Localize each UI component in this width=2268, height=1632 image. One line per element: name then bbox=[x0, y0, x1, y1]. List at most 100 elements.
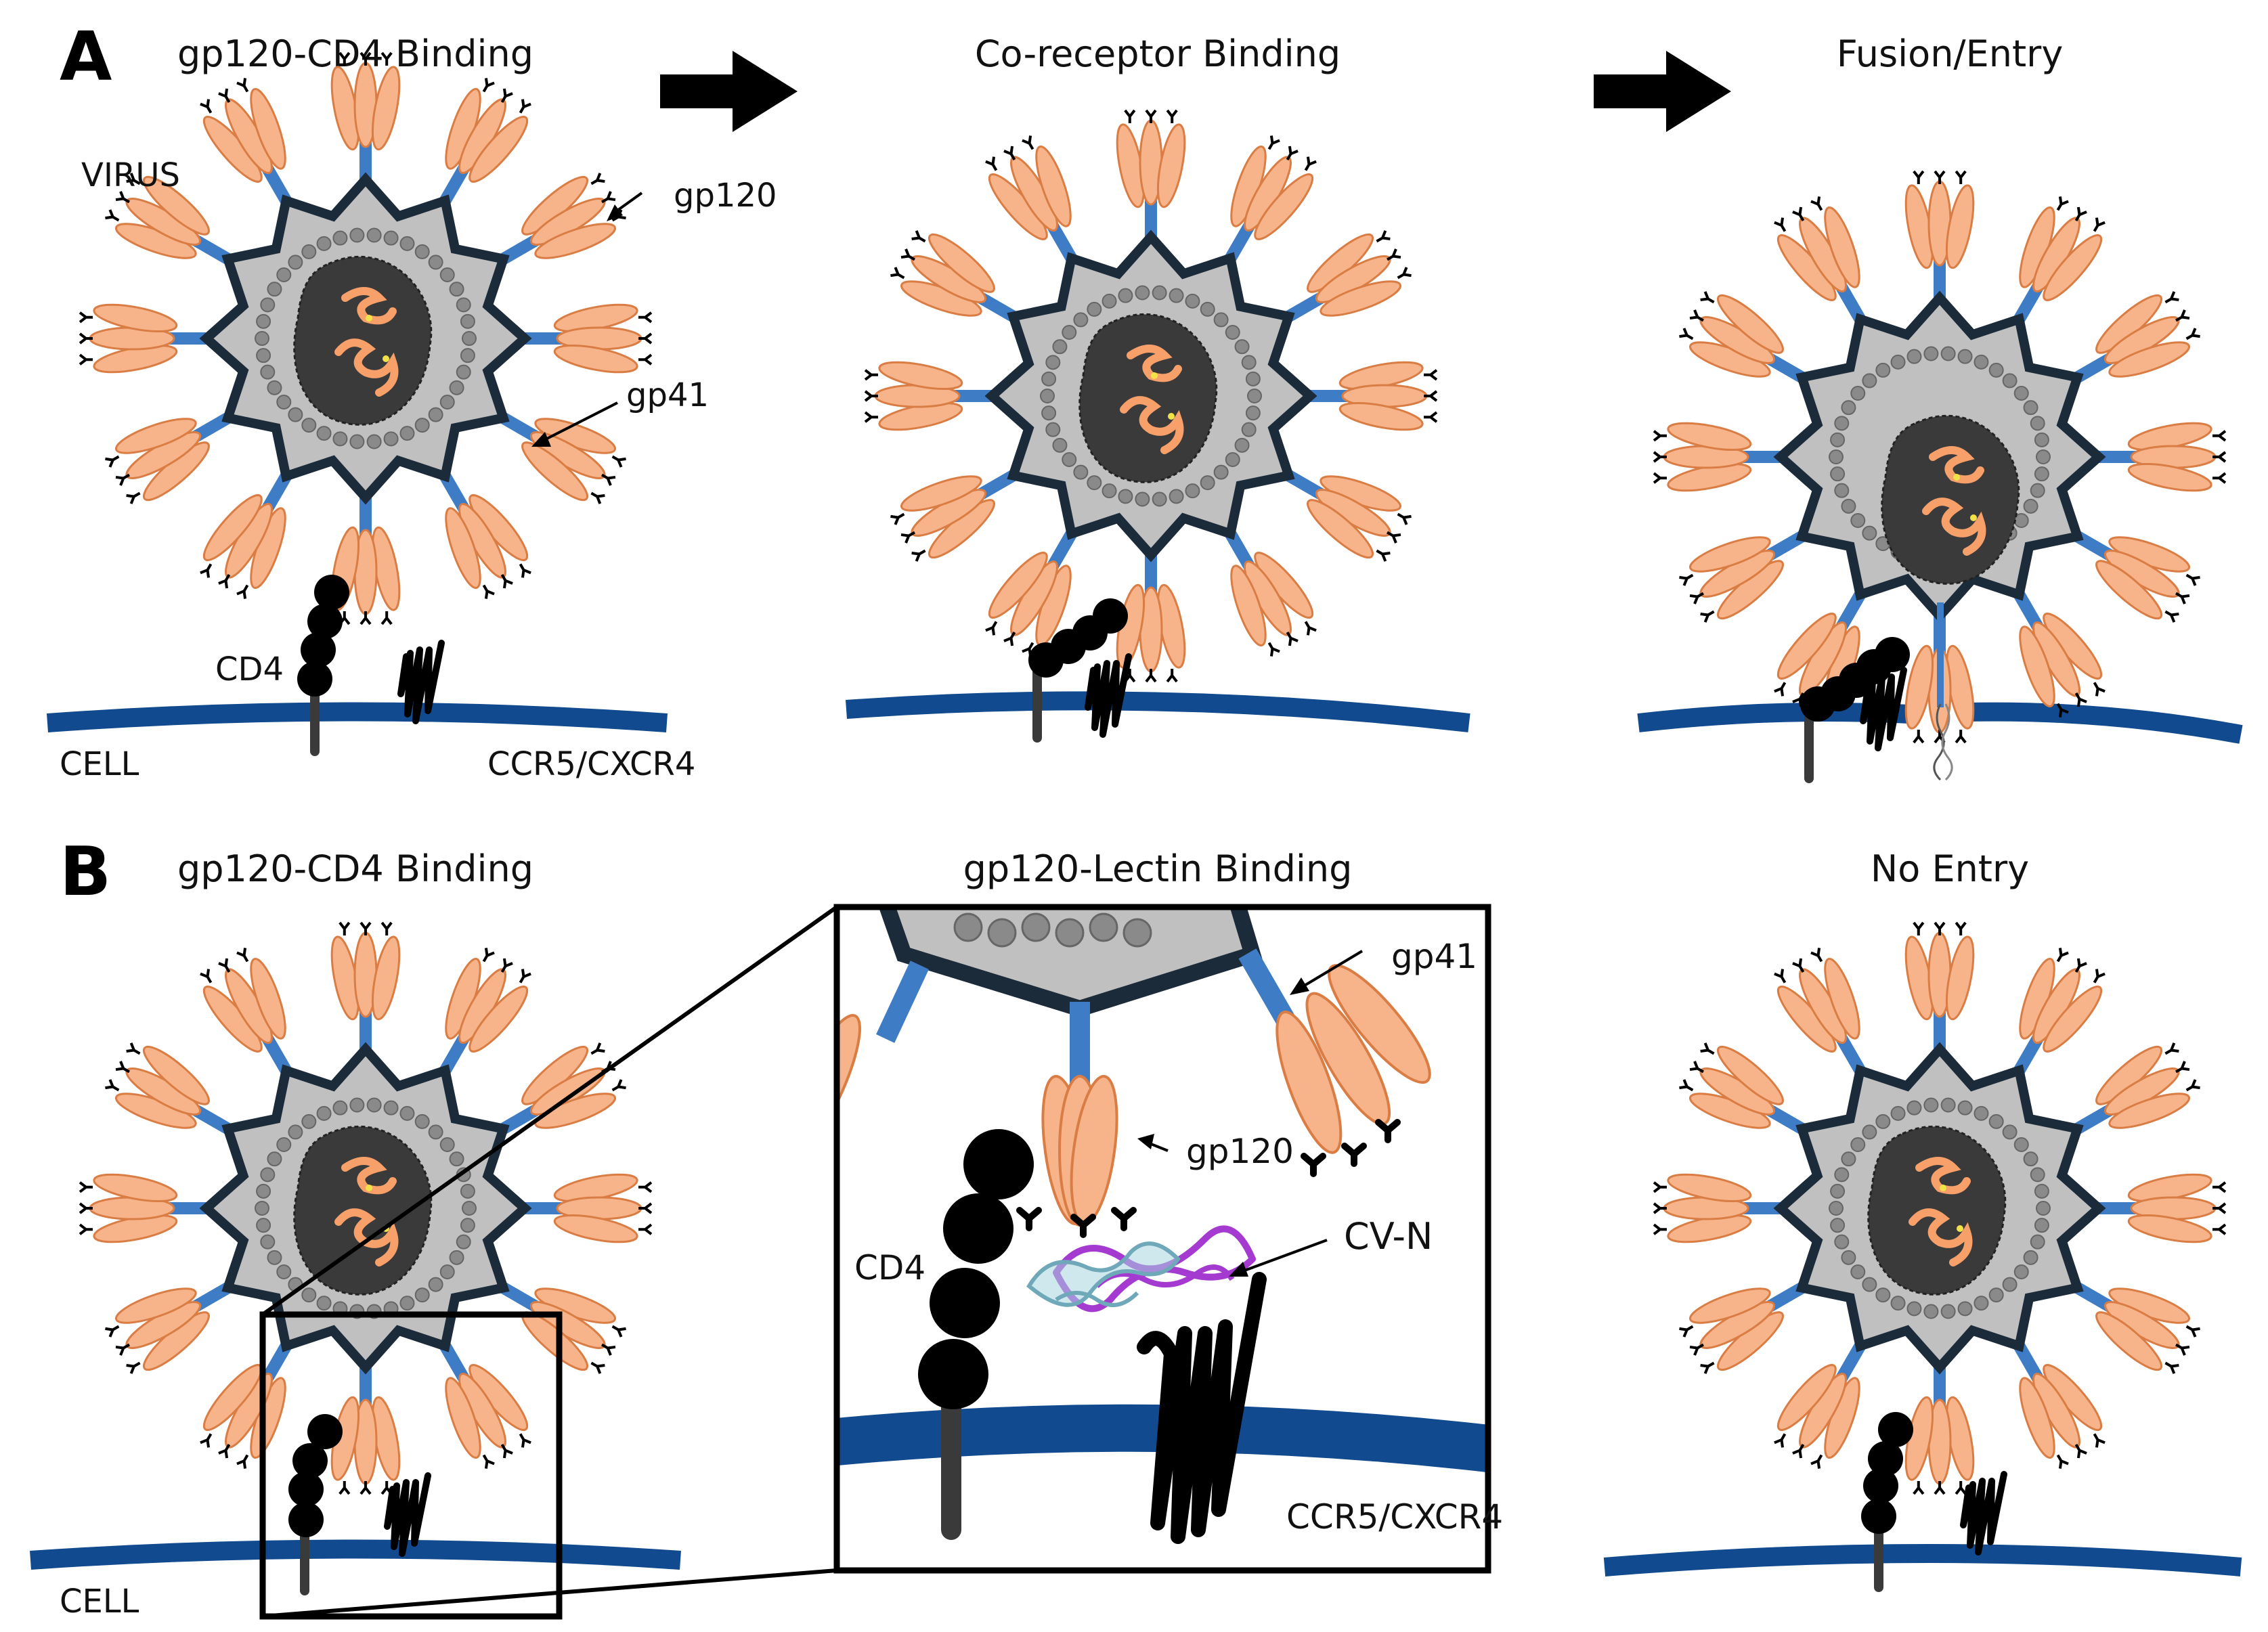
gp120-lobe bbox=[445, 1377, 481, 1459]
matrix-particle bbox=[2002, 1124, 2018, 1140]
glycan-tip bbox=[200, 969, 213, 984]
spike bbox=[1679, 291, 1807, 384]
spike bbox=[200, 471, 292, 599]
matrix-particle bbox=[399, 236, 415, 251]
matrix-particle bbox=[2030, 416, 2045, 431]
matrix-particle bbox=[1906, 1301, 1922, 1317]
matrix-particle bbox=[1087, 301, 1102, 317]
glycan-tip bbox=[1003, 632, 1016, 646]
gp41-pointer-head bbox=[531, 432, 551, 447]
cd4-label: CD4 bbox=[215, 650, 284, 688]
cd4-domain bbox=[1861, 1499, 1896, 1534]
glycan-tip bbox=[105, 1325, 120, 1338]
matrix-particle bbox=[301, 418, 317, 433]
glycan-tip bbox=[359, 1481, 372, 1495]
spike bbox=[890, 230, 1018, 323]
spike bbox=[1224, 135, 1317, 263]
b-step2-title: gp120-Lectin Binding bbox=[963, 847, 1353, 890]
matrix-particle bbox=[1923, 1097, 1939, 1113]
glycan-tip bbox=[2164, 291, 2179, 304]
glycan-tip bbox=[911, 230, 926, 243]
matrix-particle bbox=[456, 1234, 471, 1250]
matrix-particle bbox=[349, 434, 365, 449]
matrix-particle bbox=[1830, 1218, 1846, 1233]
virus-a-step2 bbox=[864, 109, 1438, 683]
cd4-domain bbox=[1878, 1412, 1913, 1447]
matrix-particle bbox=[1923, 1304, 1939, 1319]
gp41-stem bbox=[359, 1012, 372, 1051]
matrix-particle bbox=[1234, 437, 1250, 453]
glycan-tip bbox=[911, 549, 926, 562]
glycan-tip bbox=[1145, 669, 1157, 683]
spike bbox=[985, 529, 1078, 657]
matrix-particle bbox=[439, 267, 455, 283]
glycan-tip bbox=[1653, 451, 1667, 463]
matrix-particle bbox=[428, 1277, 443, 1292]
gp120-lobe bbox=[1717, 1045, 1784, 1105]
ccr5-coreceptor bbox=[1085, 653, 1132, 738]
enzyme-dot bbox=[1957, 1225, 1963, 1232]
glycan-tip bbox=[1810, 196, 1823, 211]
matrix-particle bbox=[399, 426, 415, 441]
matrix-particle bbox=[1152, 285, 1167, 301]
matrix-particle bbox=[1169, 489, 1184, 504]
zoom-gp41-pointer-head bbox=[1290, 977, 1309, 995]
matrix-particle bbox=[1245, 405, 1261, 421]
matrix-particle bbox=[1241, 355, 1257, 370]
zoom-gp41-pointer bbox=[1299, 950, 1364, 990]
matrix-particle bbox=[1052, 437, 1068, 453]
glycan-tip bbox=[500, 958, 513, 973]
glycan-tip bbox=[2074, 958, 2087, 973]
matrix-particle bbox=[276, 1264, 292, 1279]
spike bbox=[439, 948, 531, 1076]
gp120-lobe bbox=[2095, 560, 2162, 620]
glycan-tip bbox=[864, 390, 878, 402]
gp41-stem bbox=[1308, 390, 1347, 402]
gp41-stem bbox=[359, 1365, 372, 1405]
glycan-tip bbox=[115, 1061, 130, 1074]
cd4-domain bbox=[1028, 642, 1064, 678]
gp120-lobe bbox=[1824, 206, 1860, 288]
zoom-cvn-pointer bbox=[1238, 1239, 1328, 1274]
glycan-tip bbox=[105, 209, 120, 222]
matrix-particle bbox=[1850, 512, 1866, 528]
gp120-lobe bbox=[2019, 625, 2055, 708]
matrix-particle bbox=[2023, 400, 2038, 416]
gp41-stem bbox=[955, 390, 994, 402]
panel-a-letter: A bbox=[60, 17, 112, 96]
matrix-particle bbox=[255, 1201, 269, 1216]
spike bbox=[2097, 422, 2227, 492]
coreceptor-label-a: CCR5/CXCR4 bbox=[487, 745, 695, 783]
zoom-gp120-lobe bbox=[1275, 1010, 1343, 1154]
enzyme-dot bbox=[1970, 514, 1977, 521]
cvn-ribbon-cyan bbox=[1055, 1291, 1139, 1307]
spike bbox=[2013, 590, 2106, 718]
spike bbox=[79, 303, 209, 374]
cd4-domain bbox=[1800, 686, 1835, 722]
glycan-tip bbox=[380, 611, 393, 625]
matrix-particle bbox=[383, 1100, 399, 1116]
gp120-lobe bbox=[1945, 935, 1975, 1021]
glycan-tip bbox=[380, 51, 393, 66]
matrix-particle bbox=[414, 1113, 430, 1129]
matrix-particle bbox=[1102, 483, 1117, 499]
step-arrow-2 bbox=[1594, 51, 1731, 132]
glycan-tip bbox=[79, 332, 93, 345]
matrix-particle bbox=[987, 918, 1017, 948]
matrix-particle bbox=[383, 431, 399, 447]
matrix-particle bbox=[366, 1097, 382, 1113]
glycan-tip bbox=[1810, 948, 1823, 963]
matrix-particle bbox=[1087, 475, 1102, 491]
matrix-particle bbox=[2023, 1250, 2038, 1265]
glycan-tip bbox=[218, 958, 231, 973]
matrix-particle bbox=[2013, 386, 2029, 401]
gp120-lobe bbox=[2019, 1377, 2055, 1459]
matrix-particle bbox=[1118, 489, 1133, 504]
gp120-lobe bbox=[2108, 341, 2191, 378]
zoom-gp120-pointer-head bbox=[1137, 1134, 1154, 1149]
glycan-tip bbox=[1913, 921, 1925, 935]
matrix-particle bbox=[2023, 498, 2038, 514]
matrix-particle bbox=[316, 426, 332, 441]
spike bbox=[1904, 1365, 1975, 1495]
glycan-tip bbox=[1774, 217, 1787, 232]
